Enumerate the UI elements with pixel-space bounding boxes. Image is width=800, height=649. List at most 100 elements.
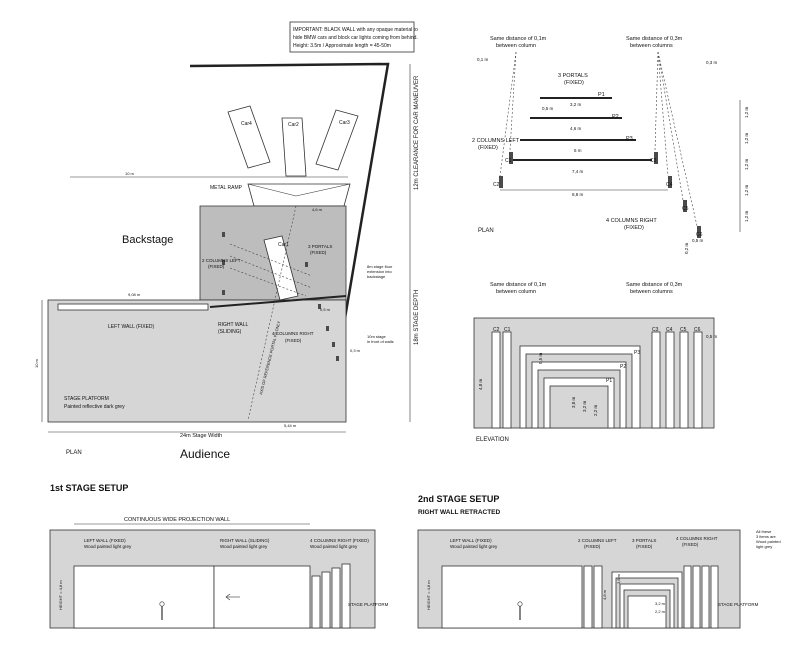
plan-2cols-line2: (FIXED) xyxy=(208,264,225,269)
setup1: 1st STAGE SETUP CONTINUOUS WIDE PROJECTI… xyxy=(49,483,389,629)
dp-2cols-line2: (FIXED) xyxy=(478,145,498,151)
stage-platform-line1: STAGE PLATFORM xyxy=(64,396,109,402)
dp-c1: C1 xyxy=(505,158,512,164)
ext-note-line3: backstage xyxy=(367,274,386,279)
dim-4-6: 4,6 m xyxy=(312,207,323,212)
setup2-left-wall-line1: LEFT WALL (FIXED) xyxy=(450,538,492,543)
plan-right-wall-line1: RIGHT WALL xyxy=(218,322,249,328)
dp-d12-a: 1,2 m xyxy=(744,106,749,118)
el-same03-line2: between columns xyxy=(630,289,673,295)
stage-depth-label: 18m STAGE DEPTH xyxy=(414,290,420,345)
setup2-4cols-line1: 4 COLUMNS RIGHT xyxy=(676,536,718,541)
dim-5-44: 5,44 m xyxy=(284,423,297,428)
axis-reference-line xyxy=(247,205,297,421)
el-d48: 4,8 m xyxy=(478,378,483,390)
el-column-c6 xyxy=(693,331,703,429)
front-note-line1: 10m stage xyxy=(367,334,386,339)
plan-left-wall-label: LEFT WALL (FIXED) xyxy=(108,324,155,330)
dp-d46: 4,6 m xyxy=(570,126,582,131)
dim-0-3: 0,3 m xyxy=(350,348,361,353)
car2-label: Car2 xyxy=(288,122,299,128)
setup2-note-line1: All these xyxy=(756,529,772,534)
el-c1: C1 xyxy=(504,327,511,333)
el-c5: C5 xyxy=(680,327,687,333)
el-d22: 2,2 m xyxy=(593,404,598,416)
el-same03-line1: Same distance of 0,3m xyxy=(626,282,683,288)
el-column-c1 xyxy=(502,331,512,429)
dp-p1: P1 xyxy=(598,92,605,98)
setup2-d48: 4,8 m xyxy=(602,589,607,600)
audience-label: Audience xyxy=(180,447,230,461)
clearance-label: 12m CLEARANCE FOR CAR MANEUVER xyxy=(414,75,420,190)
main-plan: IMPORTANT: BLACK WALL with any opaque ma… xyxy=(34,21,420,461)
el-same01-line2: between column xyxy=(496,289,536,295)
setup2-2cols-line2: (FIXED) xyxy=(584,544,601,549)
dp-d02: 0,2 m xyxy=(684,242,689,254)
dp-c2: C2 xyxy=(493,182,500,188)
dp-p3: P3 xyxy=(626,136,633,142)
setup2-2cols-line1: 2 COLUMNS LEFT xyxy=(578,538,617,543)
metal-ramp-label: METAL RAMP xyxy=(210,185,243,191)
dp-columns xyxy=(499,152,701,238)
plan-2cols-line1: 2 COLUMNS LEFT xyxy=(202,258,241,263)
ext-note-line1: 8m stage floor xyxy=(367,264,393,269)
dp-3portals-line1: 3 PORTALS xyxy=(558,73,588,79)
el-column-c5 xyxy=(679,331,689,429)
el-same01-line1: Same distance of 0,1m xyxy=(490,282,547,288)
el-d32: 3,2 m xyxy=(582,400,587,412)
setup1-right-wall-line1: RIGHT WALL (SLIDING) xyxy=(220,538,270,543)
stage-platform xyxy=(47,299,347,423)
setup2-left-wall-line2: Wood painted light grey xyxy=(450,544,498,549)
dim-left-10m: 10 m xyxy=(34,358,39,368)
black-wall xyxy=(189,62,390,319)
setup2-title: 2nd STAGE SETUP xyxy=(418,494,499,504)
el-c4: C4 xyxy=(666,327,673,333)
el-title: ELEVATION xyxy=(476,437,509,443)
plan-title: PLAN xyxy=(66,450,82,456)
setup1-stage-platform: STAGE PLATFORM xyxy=(348,602,389,607)
setup1-proj-wall: CONTINUOUS WIDE PROJECTION WALL xyxy=(124,517,230,523)
dp-d12-c: 1,2 m xyxy=(744,158,749,170)
setup1-right-wall-line2: Wood painted light grey xyxy=(220,544,268,549)
setup1-4cols-line2: Wood painted light grey xyxy=(310,544,358,549)
setup2-note-line2: 3 items are xyxy=(756,534,777,539)
setup2-3portals-line2: (FIXED) xyxy=(636,544,653,549)
dp-d01: 0,1 m xyxy=(477,57,489,62)
dp-d05: 0,5 m xyxy=(542,106,554,111)
setup2-d32: 3,2 m xyxy=(655,601,666,606)
setup2: 2nd STAGE SETUP RIGHT WALL RETRACTED LEF… xyxy=(417,494,781,629)
setup1-left-wall-line2: Wood painted light grey xyxy=(84,544,132,549)
dp-4cols-line2: (FIXED) xyxy=(624,225,644,231)
dp-4cols-line1: 4 COLUMNS RIGHT xyxy=(606,218,657,224)
dp-d05b: 0,5 m xyxy=(692,238,704,243)
setup2-d22: 2,2 m xyxy=(655,609,666,614)
car1-shape xyxy=(263,235,299,301)
setup1-slide-arrow-icon xyxy=(225,593,240,601)
el-d38: 3,8 m xyxy=(571,396,576,408)
dp-d88: 8,8 m xyxy=(572,192,584,197)
setup2-height: HEIGHT = 4,8 m xyxy=(426,580,431,610)
el-c6: C6 xyxy=(694,327,701,333)
dp-c4: C4 xyxy=(666,182,673,188)
setup2-note-line3: Wood painted xyxy=(756,539,781,544)
plan-4cols-line2: (FIXED) xyxy=(285,338,302,343)
important-note-box xyxy=(289,21,415,53)
setup2-stage-platform: STAGE PLATFORM xyxy=(718,602,759,607)
dp-plan-title: PLAN xyxy=(478,228,494,234)
car3-shape: Car3 xyxy=(315,109,359,171)
setup2-4cols-line2: (FIXED) xyxy=(682,542,699,547)
dim-10m-label: 10 m xyxy=(125,171,135,176)
car4-shape: Car4 xyxy=(227,105,271,169)
plan-right-wall-line2: (SLIDING) xyxy=(218,329,242,335)
elevation: Same distance of 0,1m between column Sam… xyxy=(473,282,718,443)
el-c3: C3 xyxy=(652,327,659,333)
el-p2: P2 xyxy=(620,364,626,370)
ext-note-line2: extension into xyxy=(367,269,392,274)
dp-d12-b: 1,2 m xyxy=(744,132,749,144)
setup2-subtitle: RIGHT WALL RETRACTED xyxy=(418,509,501,516)
dp-d12-e: 1,2 m xyxy=(744,210,749,222)
dp-d03: 0,3 m xyxy=(706,60,718,65)
dp-c6: C6 xyxy=(696,232,703,238)
car1-label: Car1 xyxy=(278,242,289,248)
dp-d32: 3,2 m xyxy=(570,102,582,107)
